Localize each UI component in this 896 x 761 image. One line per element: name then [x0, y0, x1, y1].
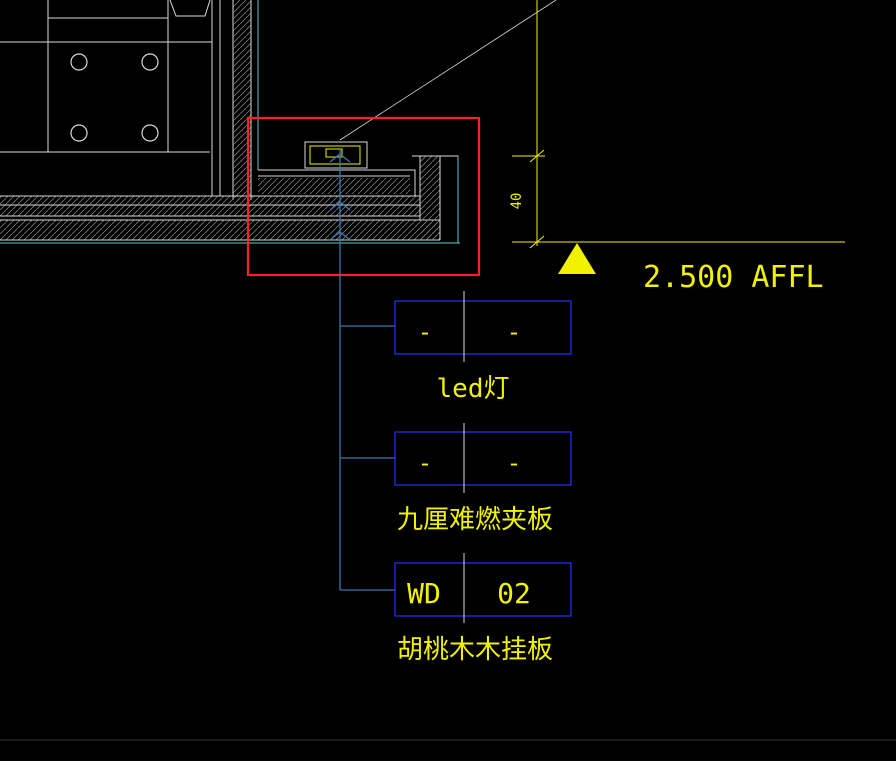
dimension-annotation: [512, 0, 845, 249]
elevation-triangle-icon: [558, 243, 596, 274]
highlight-frame: [246, 116, 481, 277]
side-return: [412, 155, 459, 243]
tag-3-number: 02: [497, 577, 531, 610]
tag-3-description: 胡桃木木挂板: [397, 635, 553, 665]
tag-2-description: 九厘难燃夹板: [397, 505, 553, 535]
dimension-value: 40: [509, 193, 525, 210]
vertical-wall: [232, 0, 259, 200]
tag-2-code: -: [418, 449, 432, 477]
upper-structure: [0, 0, 221, 196]
ceiling-slab: [0, 169, 460, 244]
tag-1-code: -: [418, 318, 432, 346]
material-leader: [329, 150, 395, 591]
elevation-label: 2.500 AFFL: [643, 260, 824, 295]
tag-3-code: WD: [407, 577, 441, 610]
diagonal-guide-line: [339, 0, 557, 141]
material-tag-1: - - led灯: [394, 291, 572, 404]
material-tag-3: WD 02 胡桃木木挂板: [394, 553, 572, 665]
material-tag-2: - - 九厘难燃夹板: [394, 423, 572, 535]
led-light-fixture: [304, 141, 368, 169]
tag-1-number: -: [507, 318, 521, 346]
bolt-holes: [70, 53, 159, 142]
tag-2-number: -: [507, 449, 521, 477]
tag-1-description: led灯: [437, 374, 510, 404]
